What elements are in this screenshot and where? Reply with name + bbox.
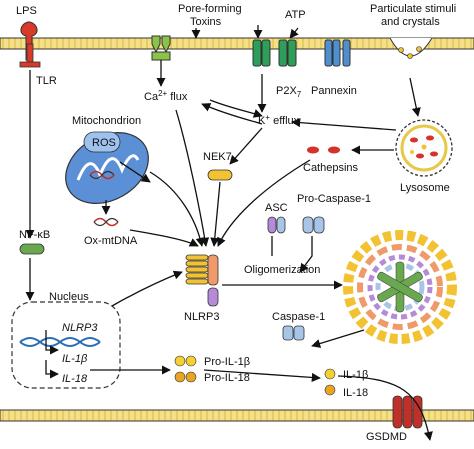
nfkb-protein bbox=[19, 243, 45, 255]
nfkb-label: NF-κB bbox=[19, 229, 50, 241]
pore-label-2: Toxins bbox=[190, 16, 222, 28]
procaspase1-label: Pro-Caspase-1 bbox=[297, 193, 371, 205]
nek7-label: NEK7 bbox=[203, 151, 232, 163]
atp-label: ATP bbox=[285, 9, 306, 21]
lps-label: LPS bbox=[16, 5, 37, 17]
procaspase1-protein bbox=[302, 216, 325, 234]
nucleus-icon bbox=[11, 301, 121, 389]
tlr-receptor-icon bbox=[19, 21, 41, 68]
gsdmd-pore-icon bbox=[392, 395, 423, 429]
nlrp3-gene-label: NLRP3 bbox=[62, 322, 98, 334]
p2x7-label: P2X7 bbox=[276, 85, 302, 99]
il1b-gene-label: IL-1β bbox=[62, 353, 88, 365]
cathepsins-icon bbox=[307, 146, 340, 154]
caspase1-label: Caspase-1 bbox=[272, 311, 325, 323]
pathway-arrows bbox=[25, 25, 433, 441]
dna-helix-icon bbox=[89, 170, 119, 227]
plasma-membrane-top bbox=[0, 37, 474, 50]
lysosome-label: Lysosome bbox=[400, 182, 450, 194]
il18-label: IL-18 bbox=[343, 387, 368, 399]
asc-protein bbox=[267, 216, 286, 234]
particulate-label-2: and crystals bbox=[381, 16, 440, 28]
calcium-channel-icon bbox=[151, 35, 171, 61]
asc-label: ASC bbox=[265, 202, 288, 214]
pro-il1b-label: Pro-IL-1β bbox=[204, 356, 250, 368]
il-icons bbox=[324, 368, 336, 396]
lysosome-icon bbox=[395, 119, 453, 177]
nlrp3-protein-icon bbox=[185, 254, 219, 307]
ros-label: ROS bbox=[92, 137, 116, 149]
k-efflux-label: K+ efflux bbox=[258, 113, 300, 127]
gsdmd-label: GSDMD bbox=[366, 431, 407, 443]
oxmtdna-label: Ox-mtDNA bbox=[84, 235, 138, 247]
plasma-membrane-bottom bbox=[0, 409, 474, 422]
nek7-protein bbox=[207, 169, 233, 181]
nucleus-label: Nucleus bbox=[49, 291, 89, 303]
il1b-label: IL-1β bbox=[343, 369, 368, 381]
particulate-uptake-icon bbox=[389, 37, 433, 59]
inflammasome-ring-icon bbox=[343, 230, 457, 344]
pro-il18-label: Pro-IL-18 bbox=[204, 372, 250, 384]
pannexin-label: Pannexin bbox=[311, 85, 357, 97]
p2x7-channel-icon bbox=[252, 39, 297, 67]
cathepsins-label: Cathepsins bbox=[303, 162, 359, 174]
particulate-label: Particulate stimuli bbox=[370, 3, 456, 15]
ca-flux-label: Ca2+ flux bbox=[144, 89, 188, 103]
mitochondrion-icon bbox=[65, 131, 149, 204]
tlr-label: TLR bbox=[36, 75, 57, 87]
text-labels: LPS TLR Pore-forming Toxins ATP Particul… bbox=[16, 3, 456, 443]
il18-gene-label: IL-18 bbox=[62, 373, 88, 385]
mitochondrion-label: Mitochondrion bbox=[72, 115, 141, 127]
caspase1-protein bbox=[282, 325, 305, 341]
oligomerization-label: Oligomerization bbox=[244, 264, 320, 276]
pannexin-channel-icon bbox=[324, 39, 351, 67]
nlrp3-protein-label: NLRP3 bbox=[184, 311, 219, 323]
pro-il-icons bbox=[174, 355, 197, 383]
pore-label: Pore-forming bbox=[178, 3, 242, 15]
